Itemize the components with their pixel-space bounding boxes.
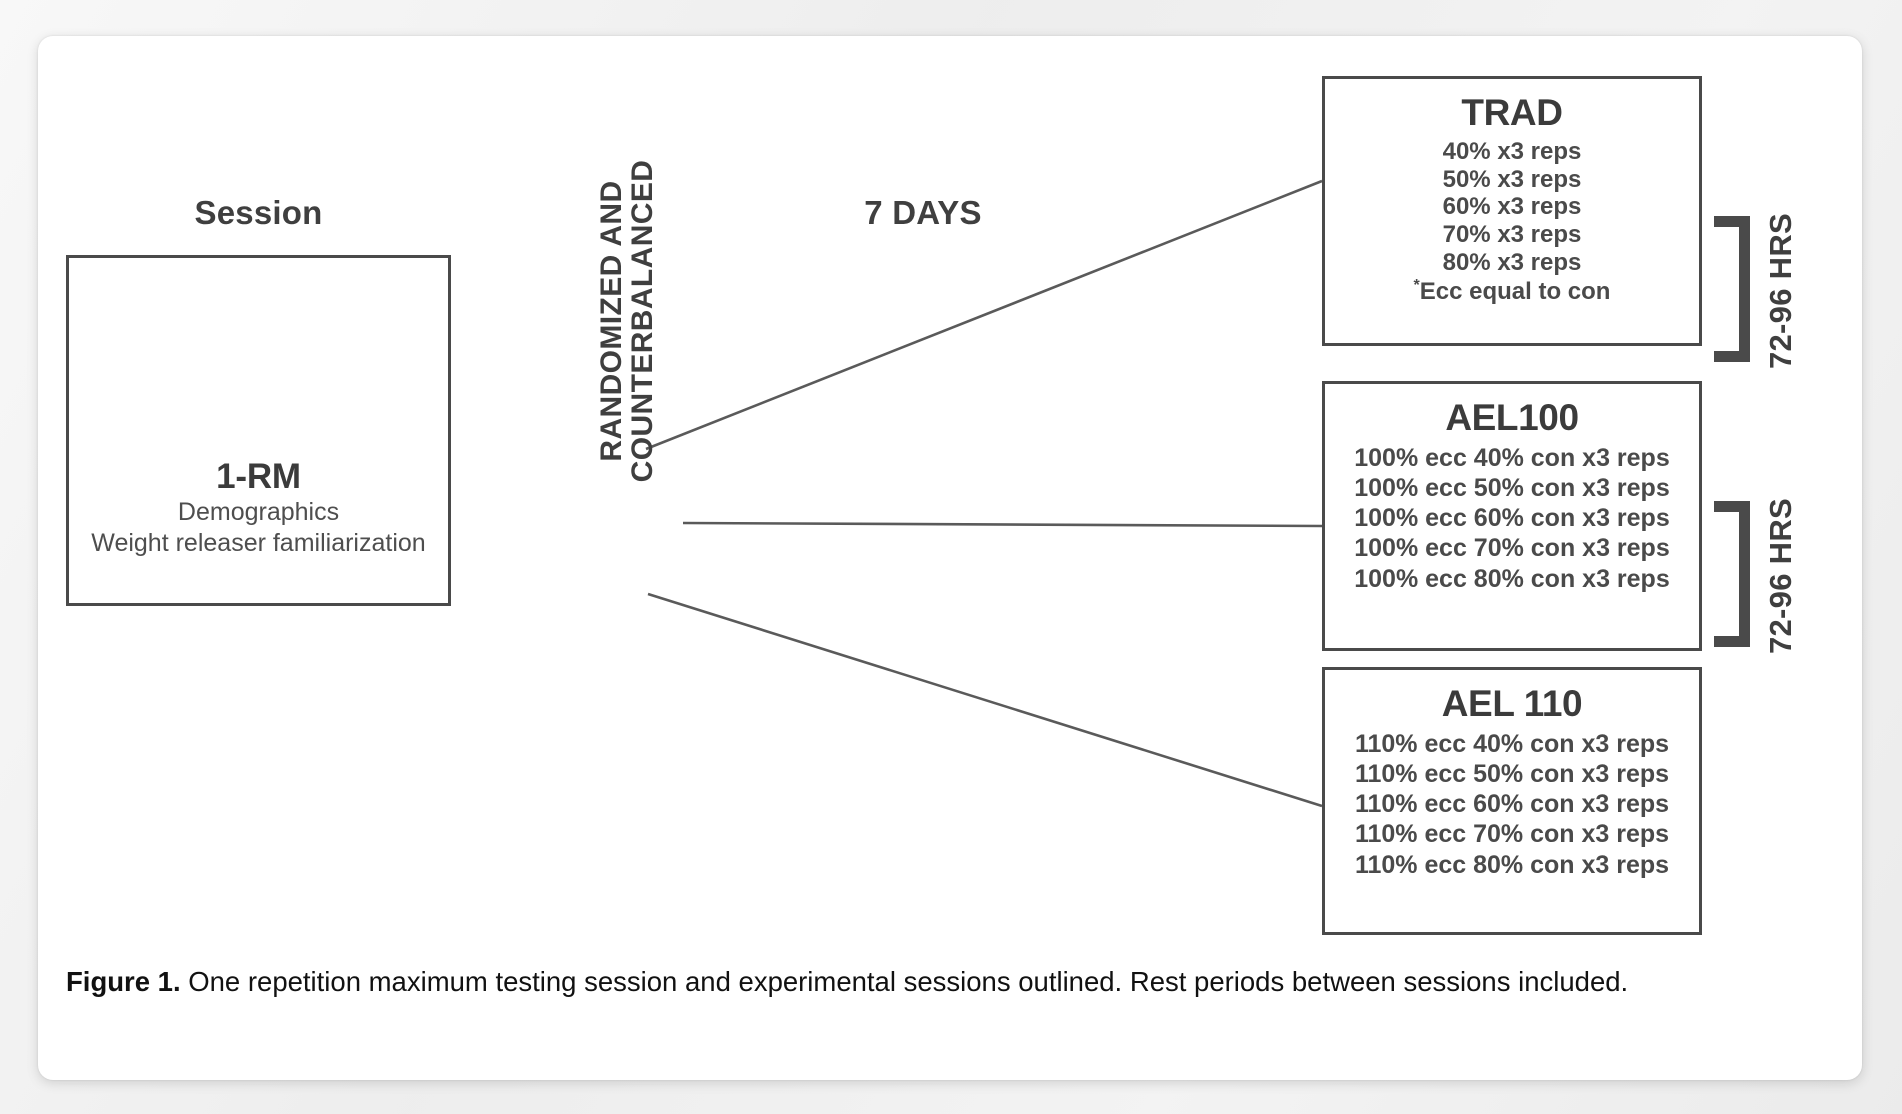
protocol-line: 80% x3 reps xyxy=(1442,249,1582,276)
randomization-line-1: RANDOMIZED AND xyxy=(595,180,629,462)
rest-label-bottom: 72-96 HRS xyxy=(1763,497,1798,655)
rest-label-top: 72-96 HRS xyxy=(1763,212,1798,370)
protocol-line: 100% ecc 40% con x3 reps xyxy=(1354,443,1670,472)
protocol-line: 110% ecc 40% con x3 reps xyxy=(1354,729,1670,758)
protocol-lines-trad: 40% x3 reps 50% x3 reps 60% x3 reps 70% … xyxy=(1325,138,1699,306)
baseline-session-box[interactable]: 1-RM Demographics Weight releaser famili… xyxy=(66,255,451,606)
randomization-label: RANDOMIZED AND COUNTERBALANCED xyxy=(588,111,668,531)
protocol-footnote-trad: *Ecc equal to con xyxy=(1413,276,1611,305)
duration-label: 7 DAYS xyxy=(864,194,982,231)
figure-card: Session 7 DAYS 1-RM Demographics Weight … xyxy=(38,36,1862,1080)
baseline-session-content: 1-RM Demographics Weight releaser famili… xyxy=(69,457,448,559)
protocol-line: 60% x3 reps xyxy=(1442,193,1582,221)
protocol-line: 50% x3 reps xyxy=(1442,165,1582,193)
protocol-box-trad[interactable]: TRAD 40% x3 reps 50% x3 reps 60% x3 reps… xyxy=(1322,76,1702,346)
figure-caption-text: One repetition maximum testing session a… xyxy=(180,966,1629,997)
protocol-title-ael100: AEL100 xyxy=(1445,397,1579,438)
figure-diagram: Session 7 DAYS 1-RM Demographics Weight … xyxy=(38,36,1862,966)
protocol-title-trad: TRAD xyxy=(1461,92,1563,133)
session-heading: Session xyxy=(194,194,323,231)
figure-caption-label: Figure 1. xyxy=(66,966,181,997)
protocol-line: 110% ecc 80% con x3 reps xyxy=(1354,850,1670,879)
rest-bracket-top-icon xyxy=(1714,216,1750,362)
protocol-line: 70% x3 reps xyxy=(1442,221,1582,249)
protocol-line: 110% ecc 50% con x3 reps xyxy=(1354,759,1670,788)
protocol-line: 110% ecc 70% con x3 reps xyxy=(1354,820,1670,849)
baseline-subtitle-demographics: Demographics xyxy=(177,497,340,526)
protocol-line: 100% ecc 70% con x3 reps xyxy=(1354,534,1670,563)
protocol-line: 110% ecc 60% con x3 reps xyxy=(1354,790,1670,819)
protocol-line: 100% ecc 80% con x3 reps xyxy=(1354,564,1670,593)
randomization-line-2: COUNTERBALANCED xyxy=(626,159,659,483)
protocol-title-ael110: AEL 110 xyxy=(1441,683,1583,724)
protocol-line: 40% x3 reps xyxy=(1442,137,1582,165)
figure-caption: Figure 1. One repetition maximum testing… xyxy=(66,964,1832,1000)
protocol-line: 100% ecc 60% con x3 reps xyxy=(1354,504,1670,533)
protocol-box-ael110[interactable]: AEL 110 110% ecc 40% con x3 reps 110% ec… xyxy=(1322,667,1702,935)
rest-bracket-bottom-icon xyxy=(1714,501,1750,647)
protocol-box-ael100[interactable]: AEL100 100% ecc 40% con x3 reps 100% ecc… xyxy=(1322,381,1702,651)
protocol-lines-ael110: 110% ecc 40% con x3 reps 110% ecc 50% co… xyxy=(1325,729,1699,880)
protocol-line: 100% ecc 50% con x3 reps xyxy=(1354,473,1670,502)
baseline-subtitle-familiarization: Weight releaser familiarization xyxy=(91,528,426,557)
baseline-title: 1-RM xyxy=(216,457,301,497)
protocol-lines-ael100: 100% ecc 40% con x3 reps 100% ecc 50% co… xyxy=(1325,443,1699,594)
